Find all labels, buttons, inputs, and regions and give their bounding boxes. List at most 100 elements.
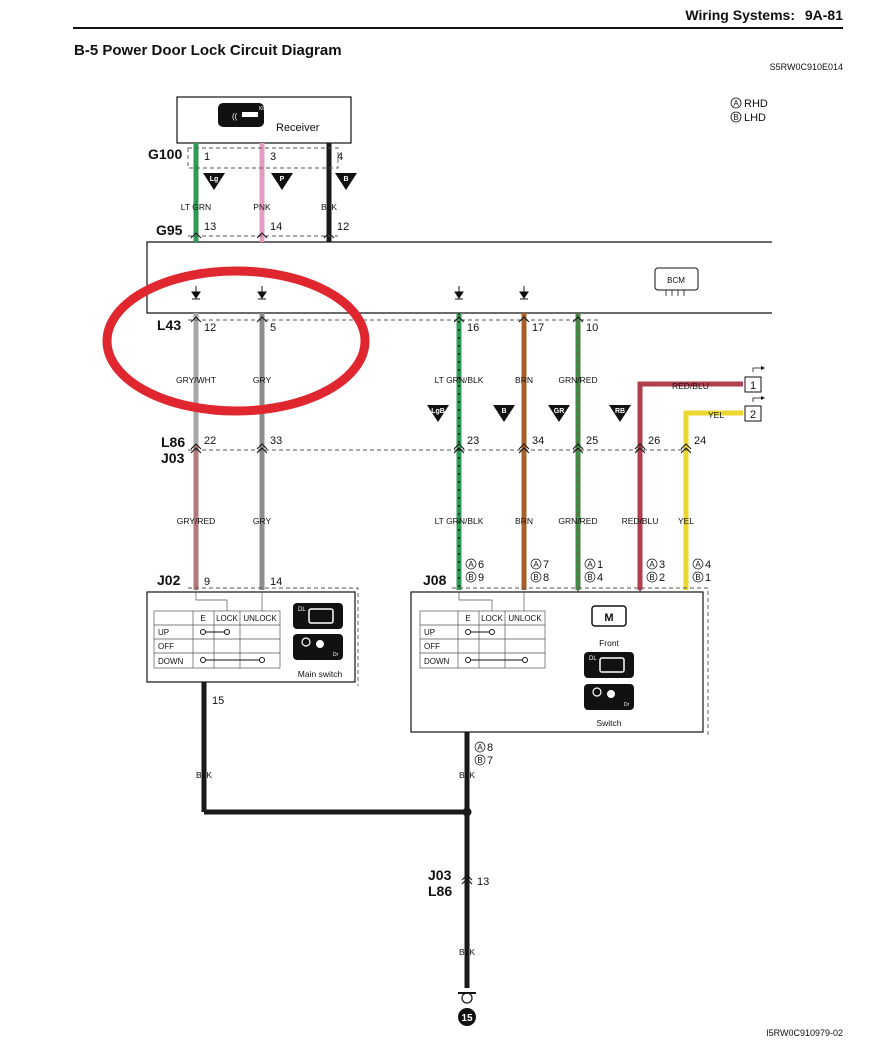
- svg-text:LT GRN/BLK: LT GRN/BLK: [435, 516, 484, 526]
- connector-j02: J02: [157, 572, 181, 588]
- svg-text:DOWN: DOWN: [424, 657, 450, 666]
- svg-text:A: A: [477, 743, 483, 752]
- svg-text:BLK: BLK: [459, 770, 475, 780]
- svg-text:A: A: [649, 560, 655, 569]
- svg-text:RED/BLU: RED/BLU: [622, 516, 659, 526]
- svg-text:4: 4: [597, 572, 603, 584]
- tag-p: [271, 173, 293, 190]
- svg-text:25: 25: [586, 435, 598, 447]
- bcm-label: BCM: [667, 276, 685, 285]
- svg-text:17: 17: [532, 322, 544, 334]
- svg-text:13: 13: [204, 221, 216, 233]
- svg-text:OFF: OFF: [158, 642, 174, 651]
- terminals: 1 2: [744, 366, 765, 422]
- svg-text:BLK: BLK: [459, 947, 475, 957]
- svg-text:DL: DL: [589, 656, 597, 662]
- svg-text:RB: RB: [615, 408, 625, 415]
- svg-text:GR: GR: [554, 408, 565, 415]
- connector-l86-ground: L86: [428, 883, 452, 899]
- header-section: Wiring Systems:: [685, 7, 795, 23]
- connector-l86: L86: [161, 434, 185, 450]
- svg-text:22: 22: [204, 435, 216, 447]
- legend-b-mark: B: [733, 113, 738, 122]
- svg-text:LT GRN: LT GRN: [181, 202, 211, 212]
- svg-text:13: 13: [477, 876, 489, 888]
- svg-text:B: B: [695, 573, 700, 582]
- connector-l43: L43: [157, 317, 181, 333]
- wire-labels: LT GRN PNK BLK GRY/WHT GRY LT GRN/BLK BR…: [176, 202, 724, 957]
- legend-a-circle: [730, 97, 742, 109]
- connector-g95: G95: [156, 222, 183, 238]
- svg-text:7: 7: [487, 755, 493, 767]
- svg-text:14: 14: [270, 576, 282, 588]
- svg-text:UNLOCK: UNLOCK: [243, 614, 277, 623]
- svg-text:23: 23: [467, 435, 479, 447]
- svg-text:OFF: OFF: [424, 642, 440, 651]
- front-switch-table: [419, 610, 546, 669]
- svg-text:LgB: LgB: [431, 408, 445, 415]
- front-switch-label: Switch: [596, 718, 621, 728]
- svg-text:B: B: [343, 176, 348, 183]
- legend: A RHD B LHD: [730, 97, 768, 124]
- svg-text:3: 3: [659, 559, 665, 571]
- svg-text:GRY/RED: GRY/RED: [177, 516, 216, 526]
- legend-rhd: RHD: [744, 98, 768, 110]
- svg-text:B: B: [477, 756, 482, 765]
- connector-shells: [187, 147, 709, 738]
- crimp-marks: [190, 232, 692, 885]
- svg-text:A: A: [533, 560, 539, 569]
- wires: [193, 143, 743, 988]
- svg-text:2: 2: [750, 409, 756, 421]
- svg-text:B: B: [468, 573, 473, 582]
- bcm-icon: [654, 267, 699, 291]
- svg-text:GRY: GRY: [253, 375, 272, 385]
- svg-text:A: A: [695, 560, 701, 569]
- svg-text:12: 12: [204, 322, 216, 334]
- svg-text:33: 33: [270, 435, 282, 447]
- main-switch-label: Main switch: [298, 669, 343, 679]
- svg-text:LT GRN/BLK: LT GRN/BLK: [435, 375, 484, 385]
- connector-j03-ground: J03: [428, 867, 452, 883]
- svg-text:E: E: [200, 614, 205, 623]
- svg-text:9: 9: [204, 576, 210, 588]
- svg-text:BRN: BRN: [515, 516, 533, 526]
- svg-text:B: B: [501, 408, 506, 415]
- svg-text:1: 1: [750, 380, 756, 392]
- svg-text:LOCK: LOCK: [481, 614, 503, 623]
- ground-junction: [462, 807, 472, 817]
- motor-icon: [591, 605, 627, 627]
- svg-text:M: M: [604, 612, 613, 624]
- svg-text:YEL: YEL: [678, 516, 694, 526]
- svg-text:1: 1: [597, 559, 603, 571]
- svg-text:UNLOCK: UNLOCK: [508, 614, 542, 623]
- svg-text:7: 7: [543, 559, 549, 571]
- svg-text:26: 26: [648, 435, 660, 447]
- svg-text:14: 14: [270, 221, 282, 233]
- svg-text:A: A: [468, 560, 474, 569]
- svg-text:Dr: Dr: [624, 702, 630, 708]
- connector-g100: G100: [148, 146, 182, 162]
- bcm-arrows: [191, 286, 529, 300]
- svg-text:A: A: [587, 560, 593, 569]
- svg-text:B: B: [649, 573, 654, 582]
- receiver-label: Receiver: [276, 122, 320, 134]
- motor-label: Front: [599, 638, 619, 648]
- svg-text:LOCK: LOCK: [216, 614, 238, 623]
- svg-text:BLK: BLK: [321, 202, 337, 212]
- receiver-key-icon: [218, 103, 264, 127]
- svg-text:2: 2: [659, 572, 665, 584]
- svg-text:B: B: [587, 573, 592, 582]
- svg-text:1: 1: [204, 151, 210, 163]
- legend-lhd: LHD: [744, 112, 766, 124]
- svg-text:8: 8: [487, 742, 493, 754]
- page-title: B-5 Power Door Lock Circuit Diagram: [74, 42, 342, 59]
- svg-text:RED/BLU: RED/BLU: [672, 381, 709, 391]
- wire-redblu: [637, 381, 743, 590]
- receiver: (( Kls Receiver: [176, 96, 352, 144]
- pin-numbers: 1 3 4 13 14 12 12 5 16 17 10 22 33 23 34…: [204, 151, 706, 888]
- bcm: BCM: [146, 241, 772, 314]
- svg-text:16: 16: [467, 322, 479, 334]
- svg-text:Dr: Dr: [333, 652, 339, 658]
- svg-text:BRN: BRN: [515, 375, 533, 385]
